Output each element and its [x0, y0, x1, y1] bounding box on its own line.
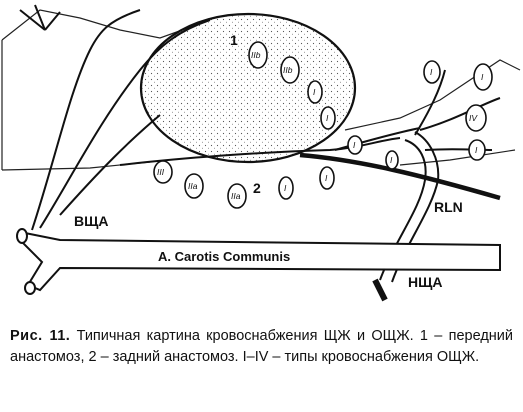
- type-label: I: [390, 155, 393, 165]
- tissue-outline: [1, 9, 521, 171]
- type-label: I: [313, 87, 316, 97]
- thyroid-lobe: [139, 12, 357, 164]
- anastomosis-1-label: 1: [230, 32, 238, 48]
- type-label: IV: [469, 113, 478, 123]
- type-label: I: [325, 173, 328, 183]
- type-label: I: [475, 145, 478, 155]
- anastomosis-2-label: 2: [253, 180, 261, 196]
- superior-arteries: [19, 4, 211, 231]
- carotis-label: A. Carotis Communis: [158, 249, 290, 264]
- type-label: III: [157, 167, 165, 177]
- type-label: I: [284, 183, 287, 193]
- type-label: IIa: [188, 181, 198, 191]
- vshcha-label: ВЩА: [74, 213, 109, 229]
- figure-caption: Рис. 11. Типичная картина кровоснабжения…: [10, 326, 513, 368]
- type-label: I: [326, 113, 329, 123]
- type-label: I: [353, 140, 356, 150]
- type-label: I: [481, 72, 484, 82]
- anastomosis-arcs: [119, 127, 421, 166]
- thyroid-blood-supply-diagram: IIb IIb I I I I I IV I III IIa IIa I I I…: [1, 4, 521, 302]
- type-label: IIa: [231, 191, 241, 201]
- type-label: IIb: [283, 65, 293, 75]
- caption-text: Типичная картина кровоснабжения ЩЖ и ОЩЖ…: [10, 328, 513, 365]
- type-label: I: [430, 67, 433, 77]
- gland-type-labels: IIb IIb I I I I I IV I III IIa IIa I I I: [157, 50, 484, 201]
- rln-label: RLN: [434, 199, 463, 215]
- parathyroid-glands: [153, 41, 493, 209]
- recurrent-laryngeal-nerve: [299, 152, 501, 201]
- common-carotid-artery: [16, 228, 501, 302]
- figure-number: Рис. 11.: [10, 328, 71, 344]
- nshcha-label: НЩА: [408, 274, 443, 290]
- type-label: IIb: [251, 50, 261, 60]
